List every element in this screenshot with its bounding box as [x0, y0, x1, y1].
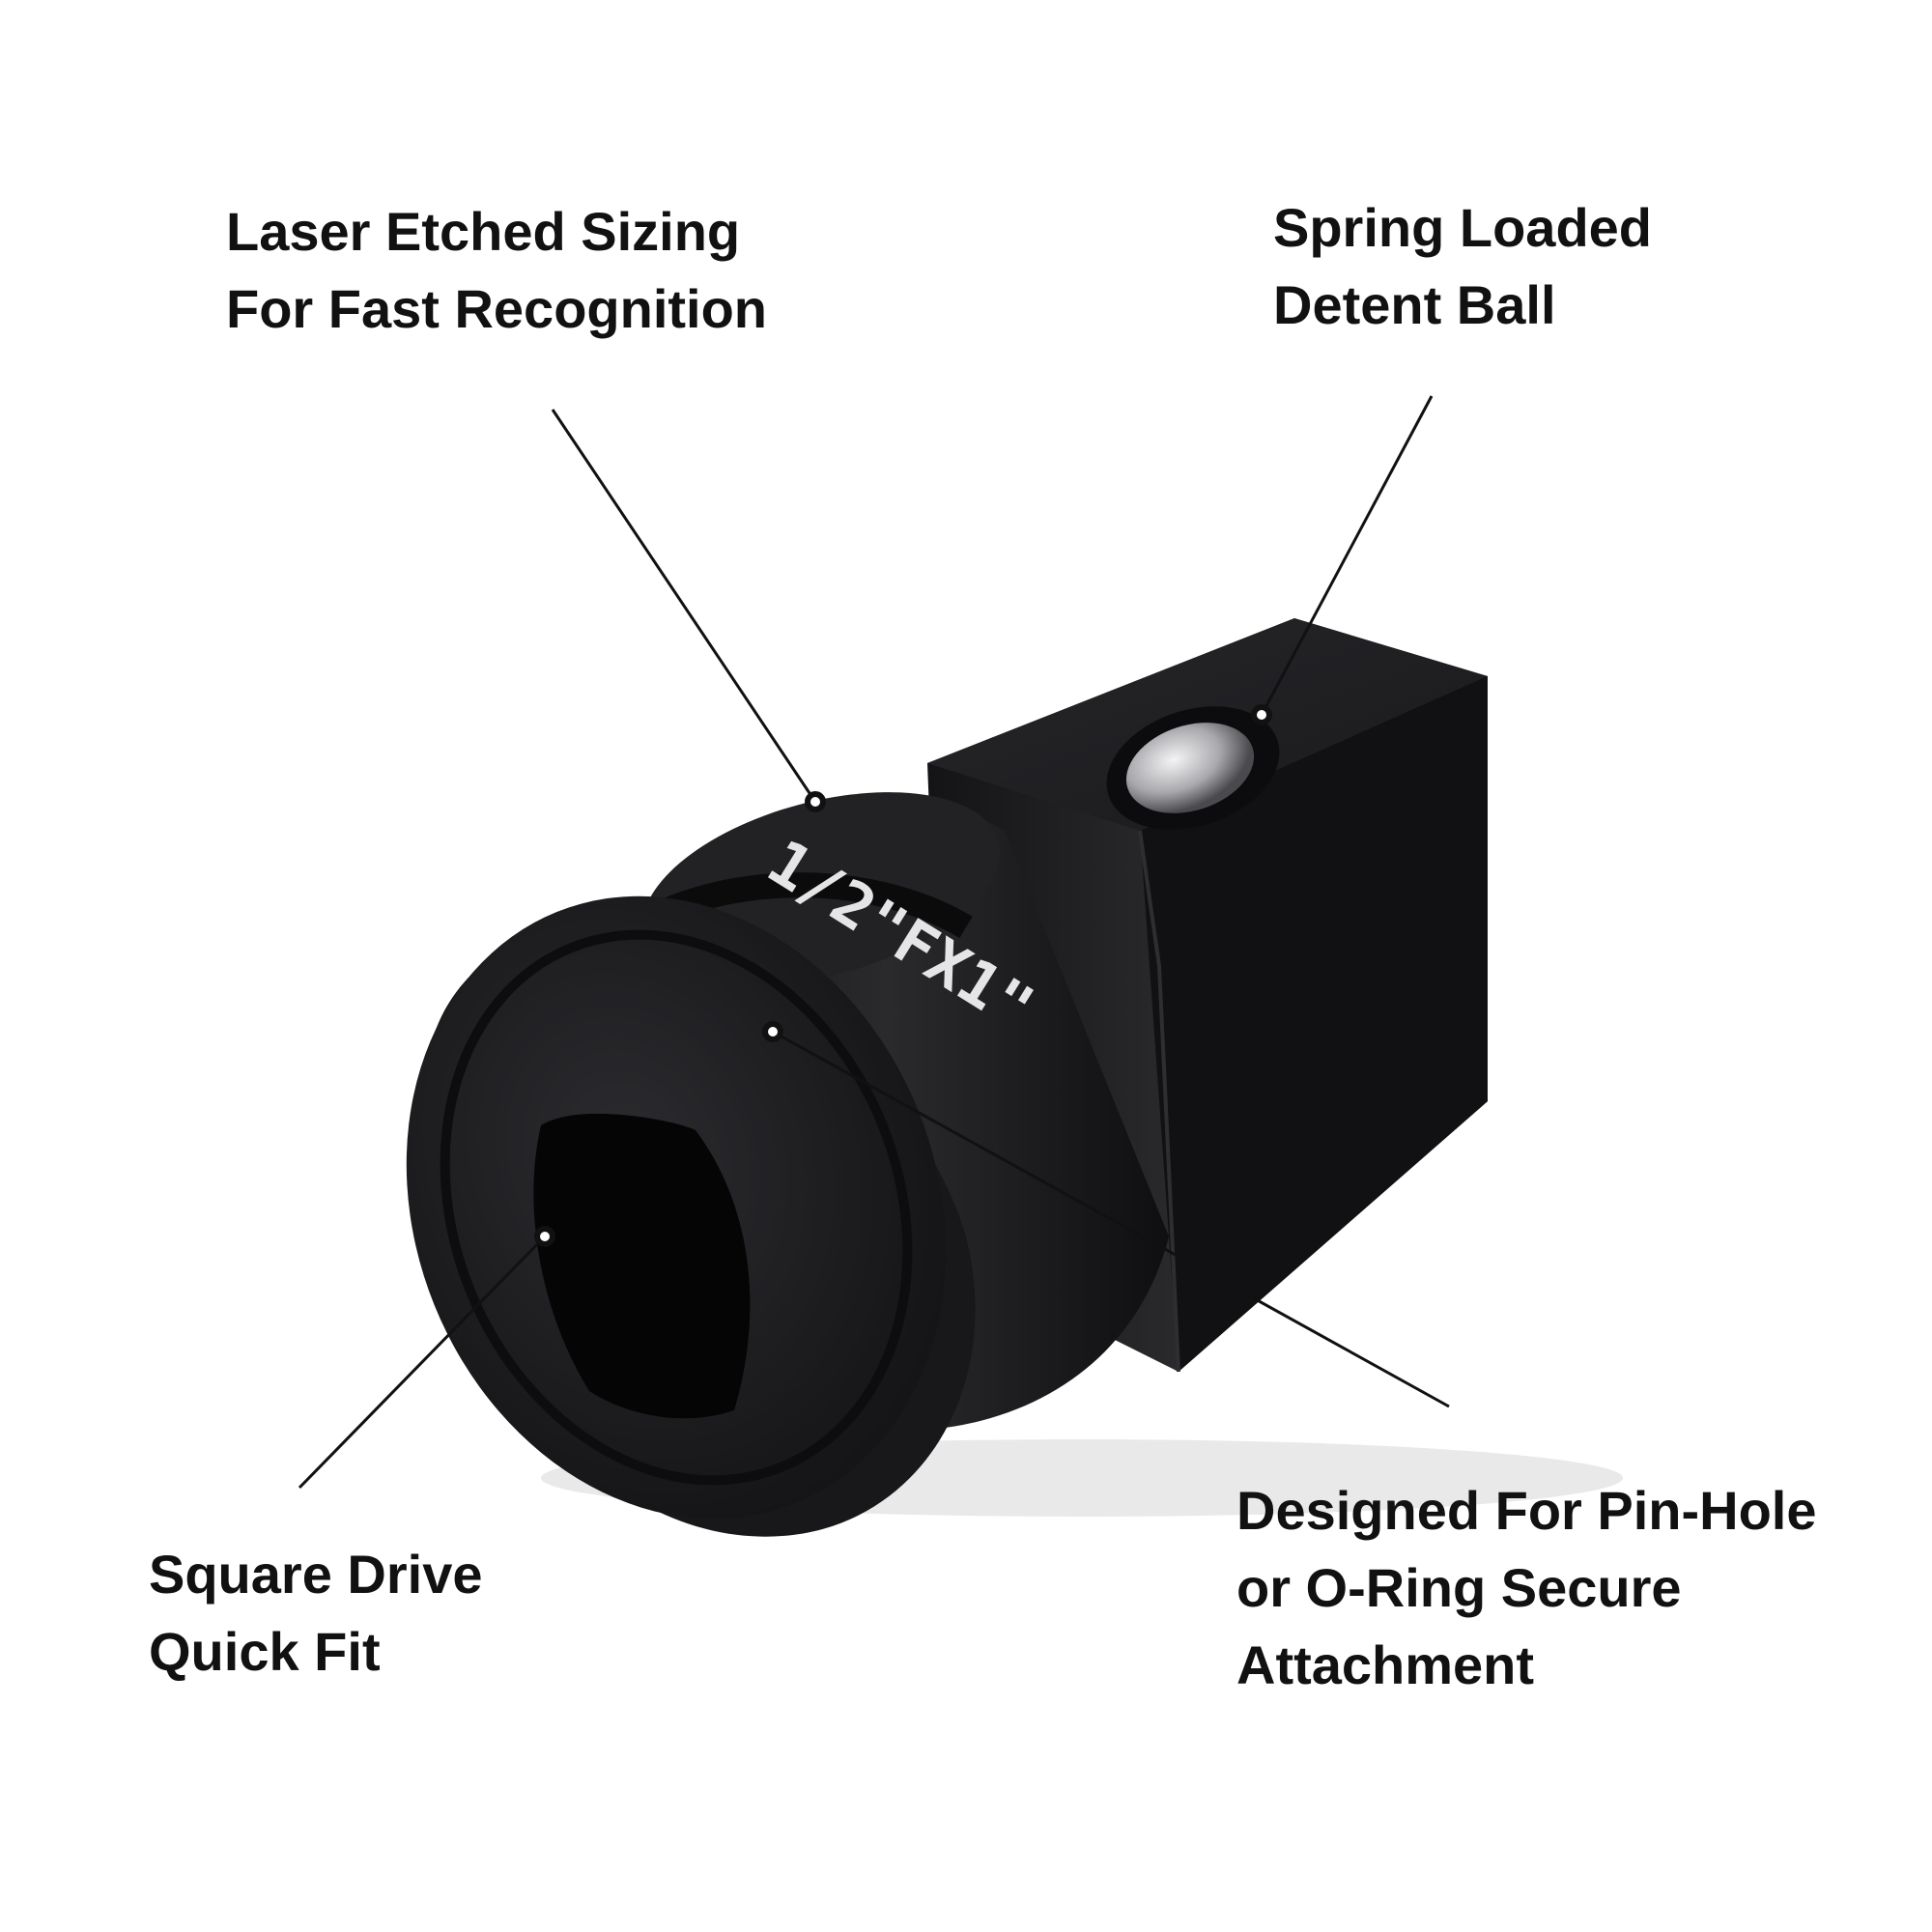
- leader-lines: [298, 395, 1450, 1490]
- callout-pinhole-line2: or O-Ring Secure: [1236, 1557, 1682, 1618]
- square-drive-block: [927, 618, 1488, 1373]
- female-drive-collar: [406, 895, 976, 1537]
- callout-pinhole-line3: Attachment: [1236, 1634, 1535, 1695]
- callout-spring-detent: Spring Loaded Detent Ball: [1273, 189, 1652, 344]
- callout-laser-line2: For Fast Recognition: [226, 278, 767, 339]
- callout-pinhole-line1: Designed For Pin-Hole: [1236, 1480, 1817, 1541]
- callout-laser-etched: Laser Etched Sizing For Fast Recognition: [226, 193, 767, 348]
- callout-pin-hole: Designed For Pin-Hole or O-Ring Secure A…: [1236, 1472, 1817, 1704]
- leader-dots: [534, 704, 1272, 1247]
- callout-laser-line1: Laser Etched Sizing: [226, 201, 741, 262]
- square-socket-opening: [533, 1113, 751, 1419]
- callout-square-drive: Square Drive Quick Fit: [149, 1536, 483, 1690]
- callout-square-line2: Quick Fit: [149, 1621, 381, 1682]
- detent-ball: [1106, 706, 1280, 830]
- callout-spring-line2: Detent Ball: [1273, 274, 1556, 335]
- callout-spring-line1: Spring Loaded: [1273, 197, 1652, 258]
- callout-square-line1: Square Drive: [149, 1544, 483, 1605]
